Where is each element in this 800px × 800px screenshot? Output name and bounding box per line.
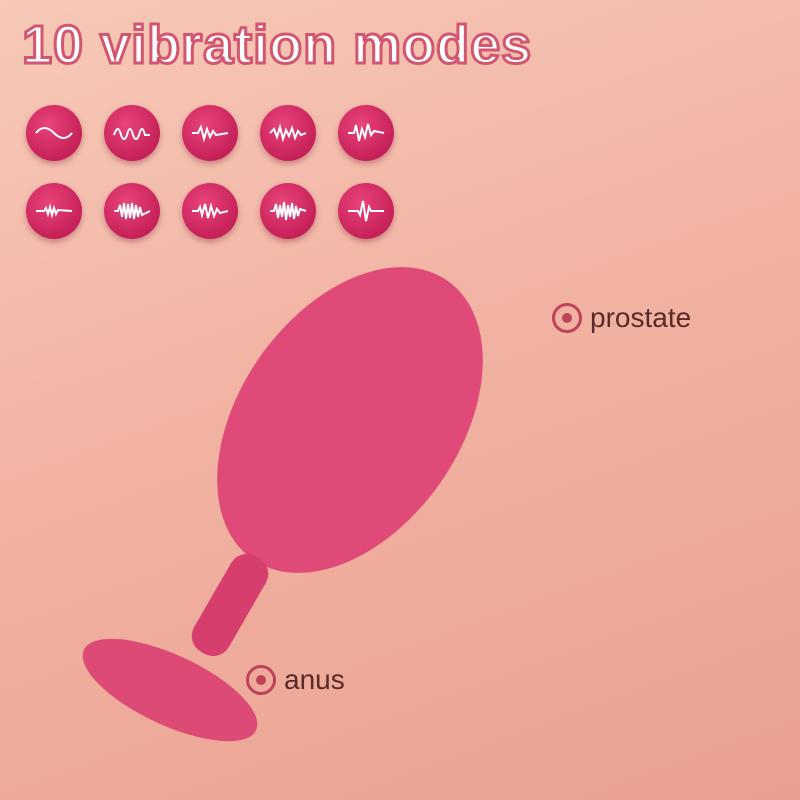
target-icon xyxy=(246,665,276,695)
lower-label-text: anus xyxy=(284,664,345,695)
mode-icon-2 xyxy=(104,105,160,161)
mode-icon-9 xyxy=(260,183,316,239)
page-title: 10 vibration modes xyxy=(20,14,533,77)
upper-label: prostate xyxy=(552,302,691,334)
mode-icon-3 xyxy=(182,105,238,161)
target-icon xyxy=(552,303,582,333)
mode-icon-7 xyxy=(104,183,160,239)
product-illustration xyxy=(82,267,483,742)
mode-icon-5 xyxy=(338,105,394,161)
lower-label: anus xyxy=(246,664,345,696)
mode-icon-8 xyxy=(182,183,238,239)
mode-icon-10 xyxy=(338,183,394,239)
mode-icon-1 xyxy=(26,105,82,161)
mode-icon-4 xyxy=(260,105,316,161)
vibration-mode-grid xyxy=(26,105,394,239)
upper-label-text: prostate xyxy=(590,302,692,333)
mode-icon-6 xyxy=(26,183,82,239)
